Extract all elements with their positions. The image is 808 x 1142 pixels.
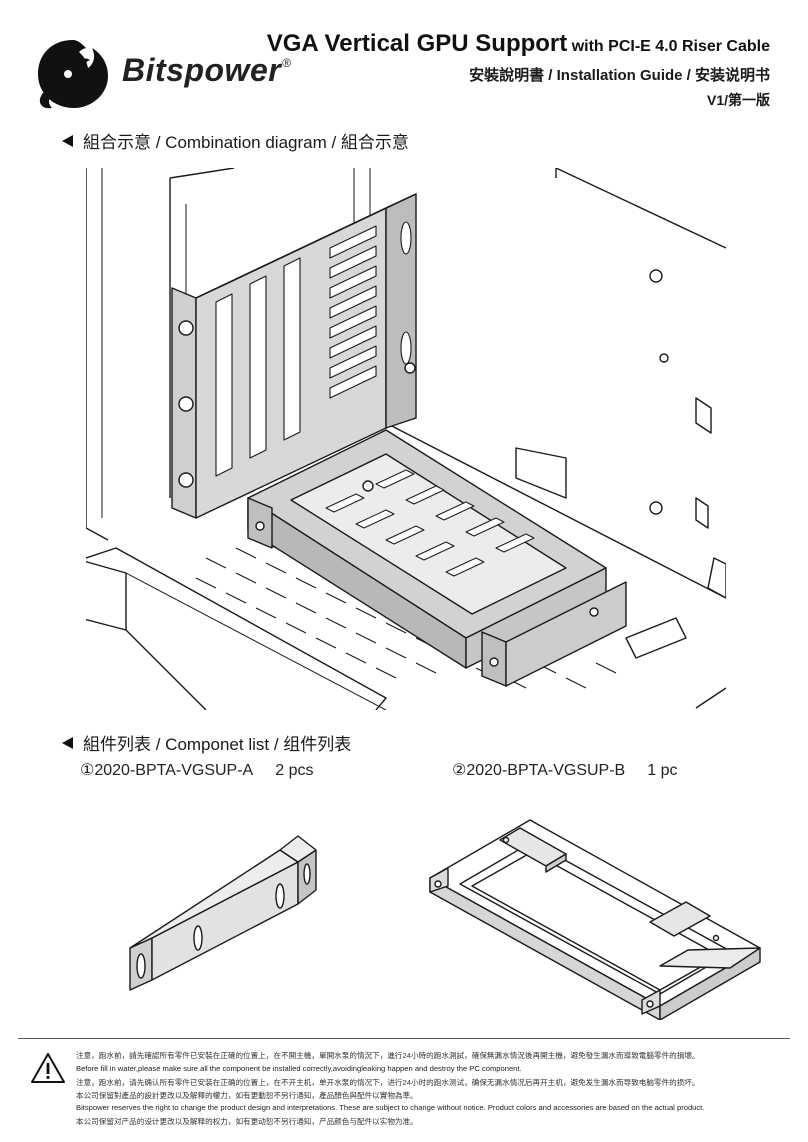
brand-name: Bitspower® [122,52,292,88]
part-a-illustration [129,835,317,991]
footer-note-english: Before fill in water,please make sure al… [76,1064,522,1073]
footer-divider [18,1038,790,1039]
part-a-quantity: 2 pcs [275,762,314,779]
footer-note-simplified: 注意，跑水前，请先确认所有零件已安装在正确的位置上，在不开主机，单开水泵的情况下… [76,1078,700,1087]
component-list-heading: 組件列表 / Componet list / 组件列表 [62,730,351,755]
dragon-logo-icon [38,40,108,109]
arrow-left-icon [62,135,73,147]
footer-note-traditional: 注意，跑水前，請先確認所有零件已安裝在正確的位置上，在不開主機，單開水泵的情況下… [76,1051,700,1060]
page-title: VGA Vertical GPU Support with PCI-E 4.0 … [266,30,770,57]
footer-rights-english: Bitspower reserves the right to change t… [76,1103,705,1112]
warning-triangle-icon [31,1053,65,1083]
part-b-illustration [429,819,761,1020]
combination-diagram [86,168,726,710]
page-subtitle: 安裝說明書 / Installation Guide / 安装说明书 [469,67,770,84]
arrow-left-icon [62,737,73,749]
combination-heading: 組合示意 / Combination diagram / 組合示意 [62,128,409,153]
part-b-quantity: 1 pc [647,762,678,779]
footer-rights-traditional: 本公司保留對產品的設計更改以及解釋的權力，如有更動恕不另行通知，產品顏色與配件以… [76,1091,418,1100]
footer-rights-simplified: 本公司保留对产品的设计更改以及解释的权力，如有更动恕不另行通知，产品颜色与配件以… [76,1117,418,1126]
version-label: V1/第一版 [706,92,770,108]
